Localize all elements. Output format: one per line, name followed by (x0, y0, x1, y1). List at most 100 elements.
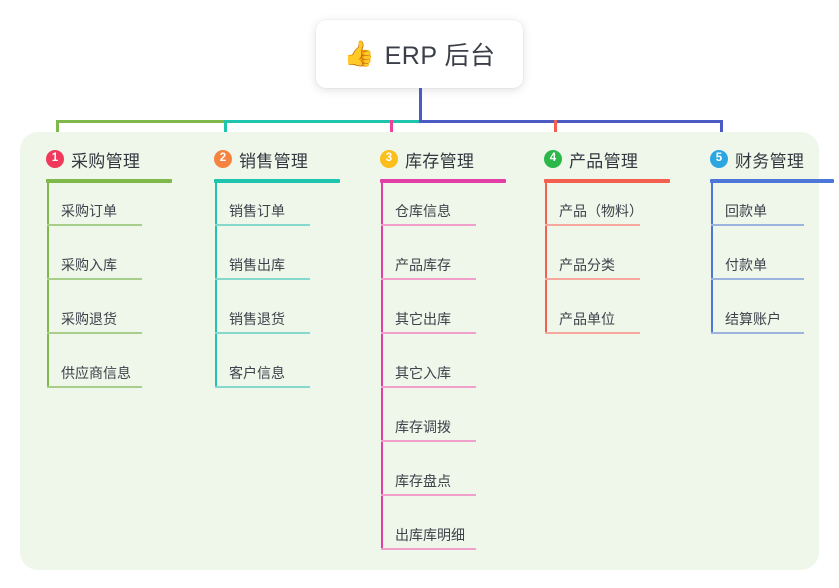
branch-item[interactable]: 其它入库 (362, 345, 512, 399)
branch-number-badge: 1 (46, 150, 64, 168)
branch-item[interactable]: 客户信息 (196, 345, 346, 399)
branch-item[interactable]: 产品单位 (526, 291, 676, 345)
branch-item-underline (545, 224, 640, 226)
branch-item[interactable]: 产品分类 (526, 237, 676, 291)
branch-spine (711, 183, 713, 334)
branch-item-underline (381, 548, 476, 550)
branch-spine (381, 183, 383, 550)
root-node[interactable]: 👍 ERP 后台 (316, 20, 523, 88)
branch-spine (545, 183, 547, 334)
branch-item[interactable]: 仓库信息 (362, 183, 512, 237)
branch-item[interactable]: 库存盘点 (362, 453, 512, 507)
branch-items: 回款单付款单结算账户 (692, 183, 839, 345)
branch-item-underline (215, 332, 310, 334)
branch-item[interactable]: 库存调拨 (362, 399, 512, 453)
branch-items: 产品（物料） 产品分类产品单位 (526, 183, 676, 345)
branch-item-underline (215, 224, 310, 226)
branch-item-underline (711, 224, 804, 226)
branch-item-label: 结算账户 (725, 311, 781, 327)
branch-number-badge: 2 (214, 150, 232, 168)
branch-item-underline (381, 494, 476, 496)
branch-title: 产品管理 (569, 151, 639, 171)
branch-item-label: 库存调拨 (395, 419, 451, 435)
branch-item-label: 产品库存 (395, 257, 451, 273)
branch-number-badge: 4 (544, 150, 562, 168)
branch-drop-4 (554, 120, 557, 140)
root-node-title: ERP 后台 (384, 42, 496, 70)
branch-item-label: 采购订单 (61, 203, 117, 219)
branch-items: 采购订单采购入库采购退货供应商信息 (28, 183, 178, 399)
branch-items: 仓库信息产品库存其它出库其它入库库存调拨库存盘点出库库明细 (362, 183, 512, 561)
branch-column-1: 1 采购管理采购订单采购入库采购退货供应商信息 (28, 146, 178, 399)
branch-header-4[interactable]: 4 产品管理 (526, 146, 676, 172)
branch-item[interactable]: 销售订单 (196, 183, 346, 237)
branch-item[interactable]: 销售退货 (196, 291, 346, 345)
branch-item[interactable]: 供应商信息 (28, 345, 178, 399)
branch-column-4: 4 产品管理产品（物料） 产品分类产品单位 (526, 146, 676, 345)
branch-title: 采购管理 (71, 151, 141, 171)
bus-segment-blue (419, 120, 723, 123)
branch-item-label: 产品单位 (559, 311, 615, 327)
branch-item[interactable]: 付款单 (692, 237, 839, 291)
branch-drop-1 (56, 120, 59, 140)
branch-item-underline (215, 386, 310, 388)
branch-item-label: 销售退货 (229, 311, 285, 327)
branch-item-underline (381, 386, 476, 388)
branch-item[interactable]: 结算账户 (692, 291, 839, 345)
branch-item-label: 其它入库 (395, 365, 451, 381)
branch-number-badge: 3 (380, 150, 398, 168)
branch-item[interactable]: 其它出库 (362, 291, 512, 345)
branch-item-underline (711, 332, 804, 334)
branch-item-underline (545, 278, 640, 280)
branch-item-underline (47, 332, 142, 334)
branch-item[interactable]: 采购退货 (28, 291, 178, 345)
branch-item-underline (381, 332, 476, 334)
branch-item-underline (381, 278, 476, 280)
branch-spine (47, 183, 49, 388)
branch-title: 财务管理 (735, 151, 805, 171)
bus-segment-green (56, 120, 227, 123)
branch-items: 销售订单销售出库销售退货客户信息 (196, 183, 346, 399)
branch-underline (46, 179, 172, 183)
branch-item-underline (47, 386, 142, 388)
branch-spine (215, 183, 217, 388)
bus-segment-teal (224, 120, 422, 123)
branch-item-label: 其它出库 (395, 311, 451, 327)
branch-item[interactable]: 产品（物料） (526, 183, 676, 237)
branch-item-label: 仓库信息 (395, 203, 451, 219)
branch-item-label: 付款单 (725, 257, 767, 273)
branch-item-label: 供应商信息 (61, 365, 131, 381)
branch-underline (214, 179, 340, 183)
branch-header-5[interactable]: 5 财务管理 (692, 146, 839, 172)
branch-drop-3 (390, 120, 393, 140)
branch-underline (710, 179, 834, 183)
branch-item[interactable]: 回款单 (692, 183, 839, 237)
branch-item-label: 产品（物料） (559, 203, 643, 219)
branch-item[interactable]: 产品库存 (362, 237, 512, 291)
branch-item-label: 产品分类 (559, 257, 615, 273)
branch-item-underline (215, 278, 310, 280)
branch-header-1[interactable]: 1 采购管理 (28, 146, 178, 172)
branch-drop-2 (224, 120, 227, 140)
branch-item[interactable]: 出库库明细 (362, 507, 512, 561)
branch-item-label: 销售出库 (229, 257, 285, 273)
thumbs-up-icon: 👍 (343, 39, 375, 68)
branch-item-label: 出库库明细 (395, 527, 465, 543)
branch-item[interactable]: 采购入库 (28, 237, 178, 291)
branch-item[interactable]: 销售出库 (196, 237, 346, 291)
branch-item-underline (381, 440, 476, 442)
branch-item-label: 库存盘点 (395, 473, 451, 489)
branch-item[interactable]: 采购订单 (28, 183, 178, 237)
branch-item-underline (381, 224, 476, 226)
branch-number-badge: 5 (710, 150, 728, 168)
branch-item-label: 客户信息 (229, 365, 285, 381)
branch-item-label: 回款单 (725, 203, 767, 219)
branch-item-underline (47, 278, 142, 280)
branch-item-label: 销售订单 (229, 203, 285, 219)
branch-item-label: 采购退货 (61, 311, 117, 327)
